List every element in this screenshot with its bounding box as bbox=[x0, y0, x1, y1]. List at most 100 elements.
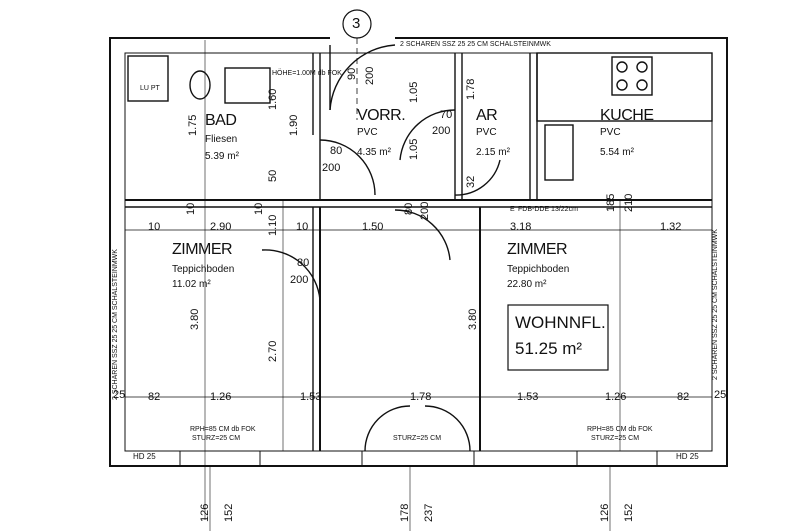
window-note-1: RPH=85 CM db FOK bbox=[190, 426, 256, 433]
win-dim-2b: 237 bbox=[423, 503, 435, 522]
hd-left: HD 25 bbox=[133, 452, 156, 461]
window-mid bbox=[361, 450, 475, 467]
dim-185: 185 bbox=[605, 193, 617, 212]
window-note-1b: STURZ=25 CM bbox=[192, 435, 241, 442]
dim-b-126a: 1.26 bbox=[210, 391, 232, 403]
dim-h-318: 3.18 bbox=[510, 221, 532, 233]
win-dim-1a: 126 bbox=[199, 503, 211, 522]
dim-bad-160: 1.60 bbox=[267, 88, 279, 110]
room-ar-floor: PVC bbox=[476, 127, 497, 138]
door-z-height: 200 bbox=[290, 274, 309, 286]
toilet bbox=[189, 70, 211, 100]
door-top-width: 90 bbox=[346, 67, 358, 80]
dim-105b: 1.05 bbox=[408, 138, 420, 160]
room-zimmer-right-area: 22.80 m² bbox=[507, 279, 547, 290]
room-zimmer-left-area: 11.02 m² bbox=[172, 279, 211, 290]
window-note-3: RPH=85 CM db FOK bbox=[587, 426, 653, 433]
room-bad-name: BAD bbox=[205, 112, 237, 129]
dim-178: 1.78 bbox=[465, 78, 477, 100]
room-bad-area: 5.39 m² bbox=[205, 151, 239, 162]
door-arc-mid bbox=[394, 209, 451, 261]
dim-b-153a: 1.53 bbox=[300, 391, 322, 403]
door-top-height: 200 bbox=[364, 66, 376, 85]
win-dim-3a: 126 bbox=[599, 503, 611, 522]
section-marker-label: 3 bbox=[352, 15, 361, 32]
dim-10a: 10 bbox=[185, 202, 197, 215]
kitchen-counter bbox=[536, 52, 713, 122]
room-bad-floor: Fliesen bbox=[205, 134, 238, 145]
dim-h-10a: 10 bbox=[148, 221, 161, 233]
window-note-3b: STURZ=25 CM bbox=[591, 435, 640, 442]
dim-b-25b: 25 bbox=[714, 389, 727, 401]
dim-b-82a: 82 bbox=[148, 391, 161, 403]
washbasin bbox=[224, 67, 271, 104]
window-note-2: STURZ=25 CM bbox=[393, 435, 442, 442]
win-dim-2a: 178 bbox=[399, 503, 411, 522]
dim-bad-190: 1.90 bbox=[288, 114, 300, 136]
dim-z-380-right: 3.80 bbox=[467, 308, 479, 330]
dim-b-82b: 82 bbox=[677, 391, 690, 403]
hohe-label: HÖHE=1.00M db FOK bbox=[272, 70, 342, 77]
door-vorr-width: 70 bbox=[440, 109, 453, 121]
room-vorr-floor: PVC bbox=[357, 127, 378, 138]
dim-32: 32 bbox=[465, 175, 477, 188]
door-bad-height: 200 bbox=[322, 162, 341, 174]
dim-b-25a: 25 bbox=[113, 389, 126, 401]
door-bad-width: 80 bbox=[330, 145, 343, 157]
room-zimmer-right-floor: Teppichboden bbox=[507, 264, 570, 275]
win-dim-1b: 152 bbox=[223, 503, 235, 522]
window-right bbox=[576, 450, 658, 467]
door-arc-top bbox=[329, 44, 396, 111]
door-mid-width: 80 bbox=[403, 202, 415, 215]
door-arc-bottom-l bbox=[364, 405, 411, 452]
wall-note-right: 2 SCHAREN SSZ 25 25 CM SCHALSTEINMWK bbox=[712, 229, 719, 380]
door-arc-bad bbox=[319, 139, 376, 196]
wohnflaeche-box bbox=[507, 304, 609, 371]
dim-h-150: 1.50 bbox=[362, 221, 384, 233]
lu-pt-label: LU PT bbox=[140, 85, 160, 92]
dim-50: 50 bbox=[267, 169, 279, 182]
door-vorr-height: 200 bbox=[432, 125, 451, 137]
kitchen-sink bbox=[544, 124, 574, 181]
dim-b-178: 1.78 bbox=[410, 391, 432, 403]
door-z-width: 80 bbox=[297, 257, 310, 269]
dim-b-153b: 1.53 bbox=[517, 391, 539, 403]
hd-right: HD 25 bbox=[676, 452, 699, 461]
wall-note-top: 2 SCHAREN SSZ 25 25 CM SCHALSTEINMWK bbox=[400, 41, 551, 48]
dim-110: 1.10 bbox=[267, 214, 279, 236]
dim-z-380-left: 3.80 bbox=[189, 308, 201, 330]
dim-b-126b: 1.26 bbox=[605, 391, 627, 403]
dim-z-270: 2.70 bbox=[267, 340, 279, 362]
room-zimmer-left-floor: Teppichboden bbox=[172, 264, 235, 275]
dim-bad-175: 1.75 bbox=[187, 114, 199, 136]
dim-105a: 1.05 bbox=[408, 81, 420, 103]
room-ar-area: 2.15 m² bbox=[476, 147, 510, 158]
wall-note-left: 2 SCHAREN SSZ 25 25 CM SCHALSTEINMWK bbox=[112, 249, 119, 400]
dim-10b: 10 bbox=[253, 202, 265, 215]
wohnflaeche-label: WOHNNFL. bbox=[515, 313, 606, 332]
room-vorr-name: VORR. bbox=[357, 107, 406, 124]
room-kueche-area: 5.54 m² bbox=[600, 147, 634, 158]
wohnflaeche-value: 51.25 m² bbox=[515, 339, 583, 358]
dim-h-10b: 10 bbox=[296, 221, 309, 233]
room-vorr-area: 4.35 m² bbox=[357, 147, 391, 158]
room-zimmer-left-name: ZIMMER bbox=[172, 241, 233, 258]
room-zimmer-right-name: ZIMMER bbox=[507, 241, 568, 258]
dim-210: 210 bbox=[623, 193, 635, 212]
door-arc-ar bbox=[454, 159, 501, 196]
door-arc-bottom-r bbox=[424, 405, 471, 452]
door-arc-vorr bbox=[399, 109, 456, 161]
dim-h-132: 1.32 bbox=[660, 221, 682, 233]
room-kueche-name: KUCHE bbox=[600, 107, 654, 124]
bathtub-unit bbox=[127, 55, 169, 102]
door-mid-height: 200 bbox=[419, 201, 431, 220]
window-left bbox=[179, 450, 261, 467]
dim-h-290: 2.90 bbox=[210, 221, 232, 233]
fdb-label: FDB-DDE 13/22cm bbox=[518, 206, 578, 213]
door-arc-zimmer bbox=[261, 249, 321, 301]
stove bbox=[611, 56, 653, 96]
room-kueche-floor: PVC bbox=[600, 127, 621, 138]
win-dim-3b: 152 bbox=[623, 503, 635, 522]
room-ar-name: AR bbox=[476, 107, 498, 124]
